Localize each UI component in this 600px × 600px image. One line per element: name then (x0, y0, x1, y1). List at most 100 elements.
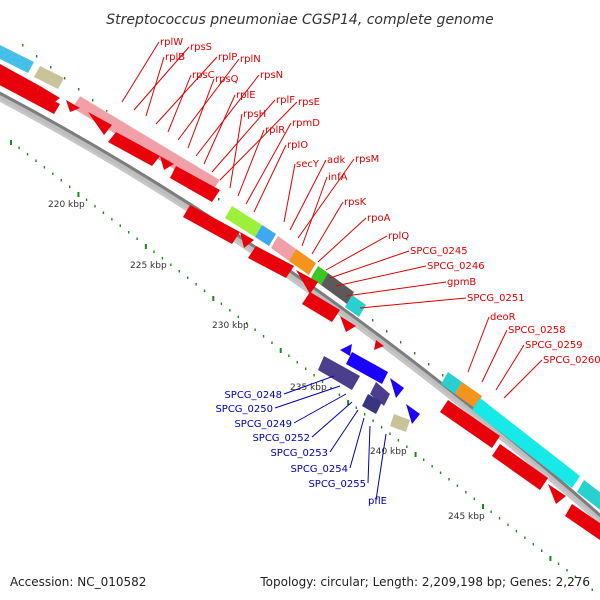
scale-tick (52, 172, 54, 175)
scale-tick (153, 250, 155, 253)
gene-label-secY: secY (296, 159, 320, 170)
leader-line-rpsC (167, 74, 192, 133)
scale-tick (69, 185, 71, 188)
leader-line-SPCG_0260 (503, 359, 543, 399)
scale-tick (389, 432, 391, 435)
scale-tick (566, 569, 568, 572)
leader-line-rplP (155, 56, 218, 125)
scale-tick (203, 289, 206, 292)
leader-line-SPCG_0258 (481, 329, 508, 383)
scale-tick (144, 244, 147, 249)
leader-line-rpoA (317, 217, 367, 263)
leader-line-deoR (467, 316, 490, 373)
gene-label-rpsK: rpsK (344, 197, 367, 208)
scale-tick (355, 406, 357, 409)
leader-line-rplW (121, 41, 160, 103)
accession-text: Accession: NC_010582 (10, 575, 146, 589)
leader-line-SPCG_0251 (359, 297, 467, 309)
gene-label-rpsQ: rpsQ (215, 74, 239, 85)
scale-tick (386, 330, 388, 333)
scale-tick (541, 549, 543, 552)
leader-line-SPCG_0246 (335, 265, 427, 287)
scale-tick (187, 276, 189, 279)
scale-tick (128, 231, 130, 234)
scale-tick (414, 352, 416, 355)
scale-tick (372, 419, 374, 422)
gene-label-adk: adk (327, 155, 345, 166)
leader-line-rplR (237, 129, 265, 197)
leader-line-SPCG_0253 (329, 409, 359, 453)
scale-tick (498, 517, 501, 520)
scale-tick (482, 504, 484, 509)
leader-line-rpmD (245, 122, 292, 205)
scale-tick (406, 445, 408, 448)
scale-tick (397, 439, 400, 442)
scale-tick (364, 413, 366, 416)
scale-tick (338, 393, 341, 396)
leader-line-rplB (145, 56, 165, 117)
scale-tick (77, 192, 80, 197)
gene-label-SPCG_0250: SPCG_0250 (215, 404, 273, 415)
gene-label-SPCG_0252: SPCG_0252 (252, 433, 310, 444)
leader-line-rplF (211, 99, 276, 173)
scale-tick (36, 55, 38, 58)
scale-tick (161, 257, 164, 260)
scale-label: 240 kbp (370, 447, 407, 457)
scale-tick (35, 159, 37, 162)
scale-tick (178, 270, 180, 273)
scale-tick (170, 263, 172, 266)
gene-label-SPCG_0251: SPCG_0251 (467, 293, 525, 304)
gene-label-SPCG_0253: SPCG_0253 (270, 448, 328, 459)
scale-tick (94, 205, 96, 208)
gene-label-SPCG_0249: SPCG_0249 (234, 419, 292, 430)
scale-tick (18, 146, 20, 149)
scale-tick (92, 99, 94, 102)
gene-label-rplP: rplP (218, 52, 237, 63)
scale-tick (229, 309, 231, 312)
scale-label: 235 kbp (290, 383, 327, 393)
gene-label-rplB: rplB (165, 52, 185, 63)
gene-label-SPCG_0248: SPCG_0248 (224, 390, 282, 401)
scale-tick (439, 471, 442, 474)
scale-tick (507, 523, 509, 526)
gene-label-rplW: rplW (160, 37, 183, 48)
scale-tick (321, 380, 324, 383)
gene-label-rplE: rplE (236, 90, 256, 101)
gene-label-SPCG_0246: SPCG_0246 (427, 261, 485, 272)
scale-tick (574, 575, 577, 578)
scale-tick (78, 88, 80, 91)
scale-tick (43, 166, 46, 169)
leader-line-infA (301, 176, 328, 247)
scale-tick (85, 198, 88, 201)
scale-tick (296, 361, 298, 364)
scale-tick (557, 562, 560, 565)
scale-tick (400, 341, 402, 344)
scale-tick (22, 44, 24, 47)
gene-label-rpsS: rpsS (190, 42, 212, 53)
scale-tick (583, 582, 585, 585)
scale-tick (119, 224, 121, 227)
gene-label-SPCG_0259: SPCG_0259 (525, 340, 583, 351)
leader-line-SPCG_0245 (329, 250, 410, 279)
scale-label: 225 kbp (130, 261, 167, 271)
gene-label-rpsE: rpsE (298, 97, 320, 108)
gene-label-SPCG_0260: SPCG_0260 (543, 355, 600, 366)
leader-line-rpsK (311, 201, 344, 255)
gene-label-rpsN: rpsN (260, 70, 283, 81)
leader-line-rplE (203, 94, 236, 165)
scale-tick (10, 140, 12, 145)
leader-line-rplQ (325, 235, 388, 271)
leader-line-SPCG_0248 (283, 375, 335, 395)
scale-tick (279, 348, 282, 353)
leader-line-rpsQ (187, 78, 215, 149)
scale-label: 245 kbp (448, 512, 485, 522)
leader-line-SPCG_0249 (293, 393, 347, 424)
scale-tick (473, 497, 475, 500)
gene-label-pflE: pflE (368, 496, 387, 507)
leader-line-rpsM (297, 158, 355, 239)
scale-tick (330, 387, 332, 390)
feature-track-forward-arrows (0, 64, 600, 540)
gene-label-rpsM: rpsM (355, 154, 379, 165)
